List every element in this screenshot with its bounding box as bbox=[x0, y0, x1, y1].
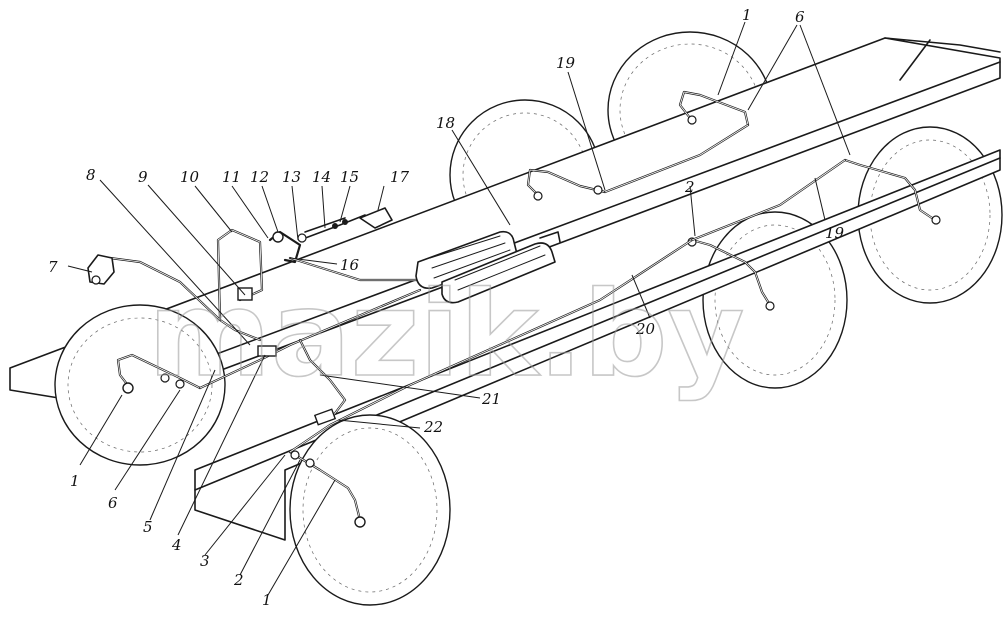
brake-line-rear-top bbox=[526, 90, 750, 201]
wheel-front-left bbox=[54, 304, 226, 466]
callout-4: 4 bbox=[171, 536, 182, 554]
callout-8: 8 bbox=[86, 166, 96, 184]
callout-21: 21 bbox=[481, 390, 501, 408]
callout-1-front-right: 1 bbox=[262, 591, 272, 609]
watermark: mazik.by bbox=[148, 265, 744, 403]
callout-13: 13 bbox=[282, 168, 301, 186]
callout-6-front: 6 bbox=[108, 494, 118, 512]
callout-15: 15 bbox=[340, 168, 359, 186]
callout-1-front-left: 1 bbox=[70, 472, 80, 490]
callout-14: 14 bbox=[312, 168, 331, 186]
brake-line-front-right bbox=[288, 450, 366, 528]
callout-17: 17 bbox=[390, 168, 410, 186]
callout-19-top: 19 bbox=[556, 54, 576, 72]
leader-lines bbox=[67, 21, 851, 596]
main-brake-lines bbox=[198, 123, 847, 454]
callout-9: 9 bbox=[138, 168, 148, 186]
callout-2-rear: 2 bbox=[684, 178, 695, 196]
coupling-22 bbox=[313, 408, 337, 426]
callout-10: 10 bbox=[180, 168, 200, 186]
callout-20: 20 bbox=[635, 320, 656, 338]
callout-1-rear-top: 1 bbox=[742, 6, 752, 24]
callout-7: 7 bbox=[48, 258, 58, 276]
frame-rear-end bbox=[884, 37, 1001, 81]
brake-line-front-left bbox=[116, 353, 202, 394]
control-cluster bbox=[108, 207, 422, 357]
air-reservoirs bbox=[415, 230, 561, 304]
callout-16: 16 bbox=[340, 256, 360, 274]
brake-valve-7 bbox=[87, 254, 115, 285]
callout-11: 11 bbox=[222, 168, 241, 186]
callout-2-front-right: 2 bbox=[233, 571, 244, 589]
callout-6-rear: 6 bbox=[795, 8, 805, 26]
callout-22: 22 bbox=[423, 418, 443, 436]
callout-3: 3 bbox=[200, 552, 210, 570]
callout-12: 12 bbox=[250, 168, 269, 186]
callout-5: 5 bbox=[143, 518, 153, 536]
callout-18: 18 bbox=[436, 114, 455, 132]
wheel-front-right bbox=[289, 414, 451, 606]
callouts: 1 1 1 2 2 3 4 5 6 6 7 8 9 10 11 12 13 14… bbox=[48, 6, 845, 609]
callout-19-right: 19 bbox=[825, 224, 845, 242]
